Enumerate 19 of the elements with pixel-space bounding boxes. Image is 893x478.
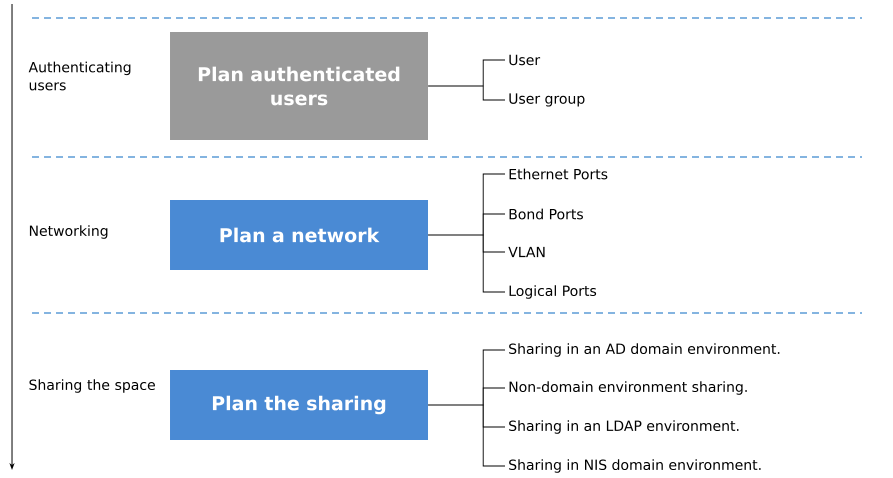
connector-line <box>428 404 506 466</box>
stage-label: Authenticating users <box>28 62 130 90</box>
stage-label: Networking <box>30 225 108 239</box>
item-text: Non-domain environment sharing. <box>510 381 747 395</box>
item-text: VLAN <box>508 246 545 258</box>
item-text: Ethernet Ports <box>510 168 608 180</box>
item-text: Bond Ports <box>510 208 583 220</box>
item-text: Logical Ports <box>510 285 596 299</box>
connector-line <box>428 86 506 100</box>
process-box: Plan the sharing <box>170 370 428 440</box>
stage-label: Sharing the space <box>29 379 155 393</box>
item-text: User group <box>509 93 584 107</box>
item-text: Sharing in an AD domain environment. <box>509 343 780 357</box>
item-text: Sharing in NIS domain environment. <box>509 459 761 473</box>
process-box: Plan a network <box>170 200 428 270</box>
connector-line <box>428 234 506 292</box>
item-text: User <box>509 54 540 66</box>
process-box: Plan authenticated users <box>170 32 428 140</box>
item-text: Sharing in an LDAP environment. <box>509 420 738 434</box>
